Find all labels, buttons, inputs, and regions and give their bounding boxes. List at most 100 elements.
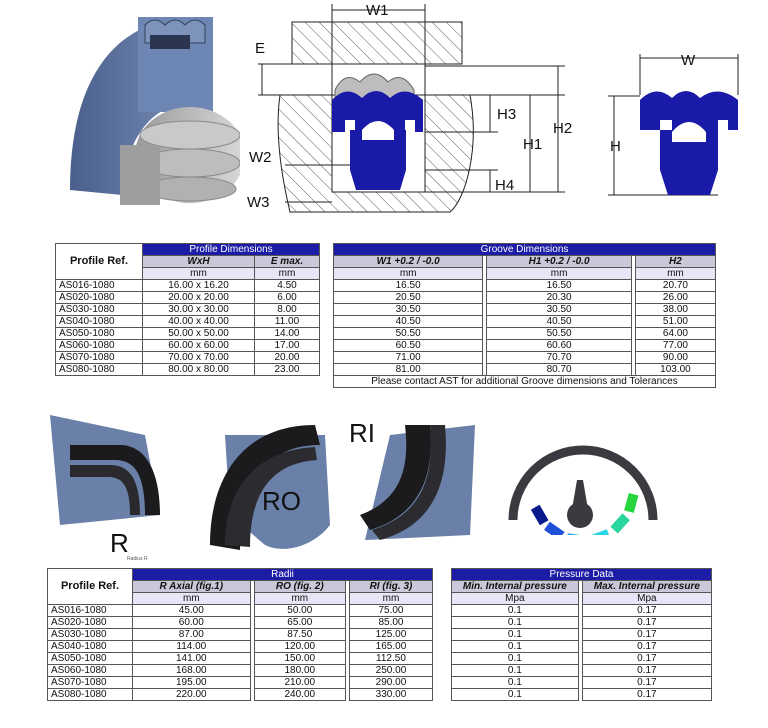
h2-value: 64.00 — [634, 327, 717, 340]
w1-value: 20.50 — [332, 291, 484, 304]
col-h1: H1 +0.2 / -0.0 — [486, 255, 632, 268]
ri-value: 165.00 — [348, 640, 434, 653]
emax-value: 8.00 — [253, 303, 321, 316]
profile-ref: AS070-1080 — [55, 351, 143, 364]
figure-r-render — [50, 415, 160, 525]
unit: mm — [332, 267, 484, 280]
unit: mm — [634, 267, 717, 280]
groove-note: Please contact AST for additional Groove… — [333, 375, 716, 388]
figure-r-label: R — [110, 528, 129, 558]
w3-label: W3 — [247, 194, 270, 211]
ri-value: 112.50 — [348, 652, 434, 665]
ri-value: 250.00 — [348, 664, 434, 677]
w1-value: 40.50 — [332, 315, 484, 328]
r-axial-value: 195.00 — [132, 676, 251, 689]
h1-value: 50.50 — [486, 327, 632, 340]
ro-value: 50.00 — [253, 604, 346, 617]
unit: mm — [348, 592, 434, 605]
profile-ref: AS016-1080 — [55, 279, 143, 292]
profile-ref: AS070-1080 — [47, 676, 133, 689]
ro-value: 240.00 — [253, 688, 346, 701]
h2-value: 90.00 — [634, 351, 717, 364]
seal-3d-render — [70, 17, 240, 205]
r-axial-value: 141.00 — [132, 652, 251, 665]
ri-value: 290.00 — [348, 676, 434, 689]
ro-value: 210.00 — [253, 676, 346, 689]
ro-value: 180.00 — [253, 664, 346, 677]
w1-value: 60.50 — [332, 339, 484, 352]
h3-label: H3 — [497, 106, 517, 123]
ro-value: 65.00 — [253, 616, 346, 629]
col-emax: E max. — [253, 255, 321, 268]
radii-table: Profile Ref. Radii R Axial (fig.1) RO (f… — [47, 568, 434, 701]
profile-ref: AS030-1080 — [55, 303, 143, 316]
unit: Mpa — [451, 592, 579, 605]
h1-value: 60.60 — [486, 339, 632, 352]
h2-value: 20.70 — [634, 279, 717, 292]
wxh-value: 16.00 x 16.20 — [142, 279, 255, 292]
wxh-value: 20.00 x 20.00 — [142, 291, 255, 304]
gauge-tick — [610, 513, 630, 534]
min-pressure-value: 0.1 — [451, 628, 579, 641]
radii-title: Radii — [132, 568, 433, 581]
groove-dimensions-table: Groove Dimensions W1 +0.2 / -0.0 H1 +0.2… — [332, 243, 717, 388]
max-pressure-value: 0.17 — [581, 676, 713, 689]
h2-value: 51.00 — [634, 315, 717, 328]
min-pressure-value: 0.1 — [451, 604, 579, 617]
h2-value: 103.00 — [634, 363, 717, 376]
emax-value: 4.50 — [253, 279, 321, 292]
r-axial-value: 220.00 — [132, 688, 251, 701]
pressure-gauge-icon — [508, 445, 658, 535]
w1-value: 50.50 — [332, 327, 484, 340]
h1-value: 30.50 — [486, 303, 632, 316]
profile-ref: AS016-1080 — [47, 604, 133, 617]
col-ri: RI (fig. 3) — [348, 580, 434, 593]
r-axial-value: 87.00 — [132, 628, 251, 641]
profile-ref: AS060-1080 — [55, 339, 143, 352]
col-wxh: WxH — [142, 255, 255, 268]
profile-ref: AS080-1080 — [55, 363, 143, 376]
figure-ri-render — [360, 425, 475, 540]
wxh-value: 30.00 x 30.00 — [142, 303, 255, 316]
unit: mm — [142, 267, 255, 280]
gauge-tick — [544, 521, 565, 535]
figure-ro-render — [210, 425, 330, 550]
max-pressure-value: 0.17 — [581, 688, 713, 701]
profile-ref: AS050-1080 — [55, 327, 143, 340]
wxh-value: 70.00 x 70.00 — [142, 351, 255, 364]
unit: mm — [486, 267, 632, 280]
profile-dimensions-table: Profile Ref. Profile Dimensions WxH E ma… — [55, 243, 321, 376]
h2-label: H2 — [553, 120, 573, 137]
unit: mm — [253, 267, 321, 280]
ro-value: 87.50 — [253, 628, 346, 641]
ri-value: 330.00 — [348, 688, 434, 701]
w-label: W — [681, 52, 696, 69]
col-max-pressure: Max. Internal pressure — [581, 580, 713, 593]
min-pressure-value: 0.1 — [451, 640, 579, 653]
profile-ref: AS050-1080 — [47, 652, 133, 665]
w1-value: 16.50 — [332, 279, 484, 292]
emax-value: 11.00 — [253, 315, 321, 328]
figure-ri-label: RI — [349, 418, 375, 448]
